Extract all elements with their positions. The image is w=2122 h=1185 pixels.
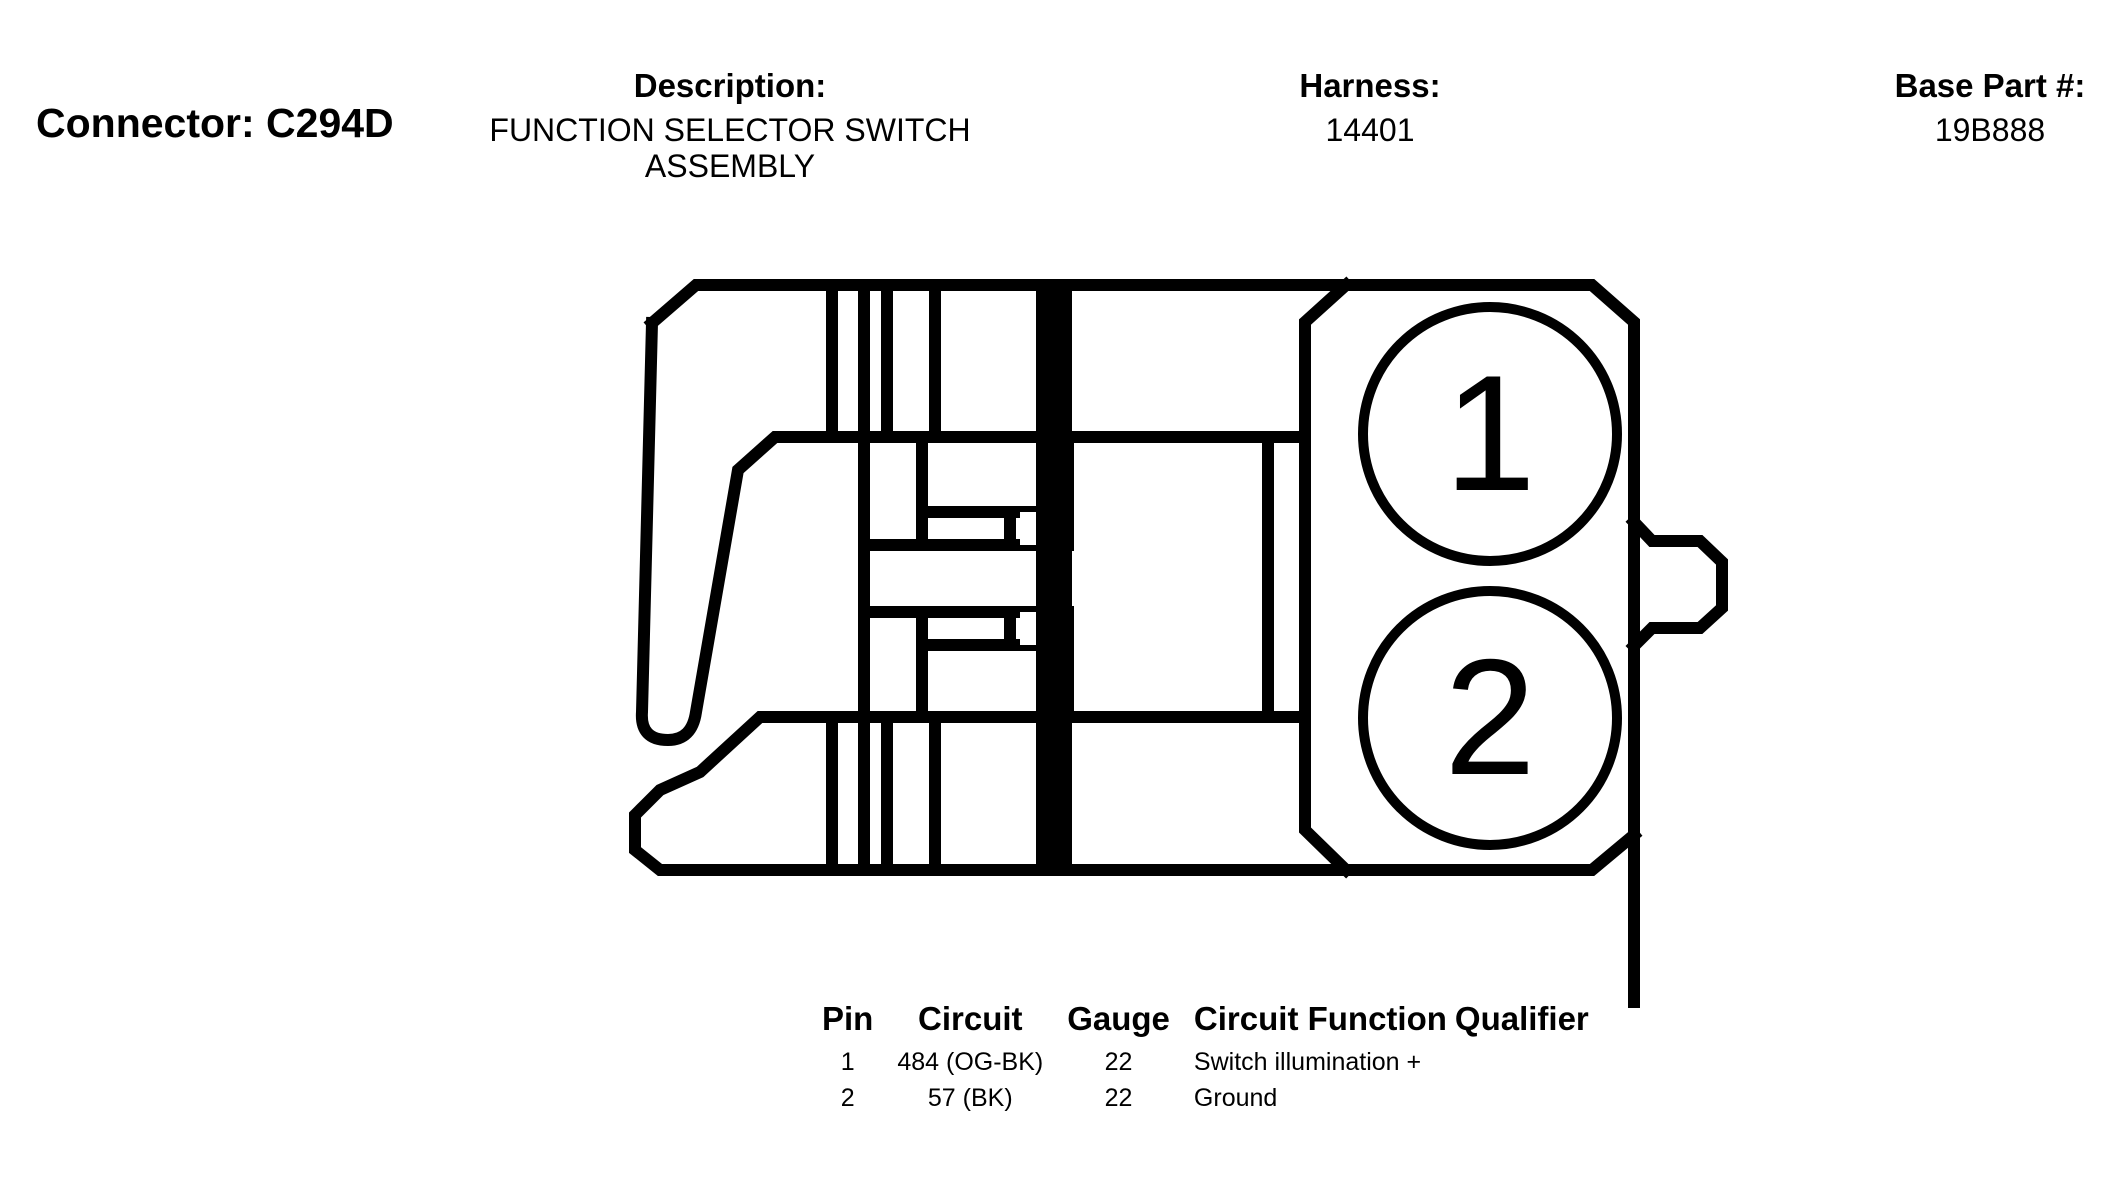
- pin-table-header-row: Pin Circuit Gauge Circuit Function Quali…: [810, 1000, 1601, 1044]
- lock-bar-gap-bottom: [1020, 612, 1036, 645]
- header-circuit-function: Circuit Function: [1193, 1000, 1447, 1037]
- description-label: Description:: [633, 67, 827, 104]
- lock-bar-gap-top: [1020, 512, 1036, 545]
- header-pin: Pin: [822, 1000, 874, 1037]
- key-notch: [1625, 513, 1728, 655]
- row-1-pin: 1: [840, 1048, 855, 1076]
- header-qualifier: Qualifier: [1454, 1000, 1589, 1037]
- pin-table: Pin Circuit Gauge Circuit Function Quali…: [810, 1000, 1601, 1116]
- pin-cavity-outline: [1299, 276, 1355, 879]
- housing-outline-bottom: [629, 711, 1643, 876]
- pin-1-circle: [1358, 302, 1622, 566]
- lock-bar: [1036, 285, 1072, 870]
- base-part-value: 19B888: [1934, 112, 2046, 148]
- header-circuit: Circuit: [918, 1000, 1023, 1037]
- table-row: 2 57 (BK) 22 Ground: [810, 1080, 1601, 1116]
- row-1-circuit: 484 (OG-BK): [897, 1048, 1044, 1076]
- header-gauge: Gauge: [1067, 1000, 1170, 1037]
- pin-2-circle: [1358, 586, 1622, 850]
- description-line-2: ASSEMBLY: [644, 148, 816, 184]
- row-1-qualifier: [1451, 1044, 1601, 1080]
- description-block: Description: FUNCTION SELECTOR SWITCH AS…: [440, 67, 1020, 185]
- connector-title: Connector: C294D: [36, 100, 394, 146]
- latch-outline: [635, 316, 1311, 747]
- row-1-function: Switch illumination +: [1193, 1048, 1422, 1076]
- row-2-circuit: 57 (BK): [927, 1084, 1013, 1112]
- row-1-gauge: 22: [1104, 1048, 1133, 1076]
- pin-2-label: 2: [1444, 625, 1536, 809]
- table-row: 1 484 (OG-BK) 22 Switch illumination +: [810, 1044, 1601, 1080]
- harness-value: 14401: [1325, 112, 1415, 148]
- row-2-function: Ground: [1193, 1084, 1278, 1112]
- base-part-block: Base Part #: 19B888: [1860, 67, 2120, 149]
- row-2-qualifier: [1451, 1080, 1601, 1116]
- description-line-1: FUNCTION SELECTOR SWITCH: [489, 112, 971, 148]
- row-2-gauge: 22: [1104, 1084, 1133, 1112]
- row-2-pin: 2: [840, 1084, 855, 1112]
- housing-outline-top: [643, 279, 1640, 1008]
- harness-label: Harness:: [1299, 67, 1441, 104]
- base-part-label: Base Part #:: [1894, 67, 2086, 104]
- harness-block: Harness: 14401: [1220, 67, 1520, 149]
- pin-1-label: 1: [1444, 341, 1536, 525]
